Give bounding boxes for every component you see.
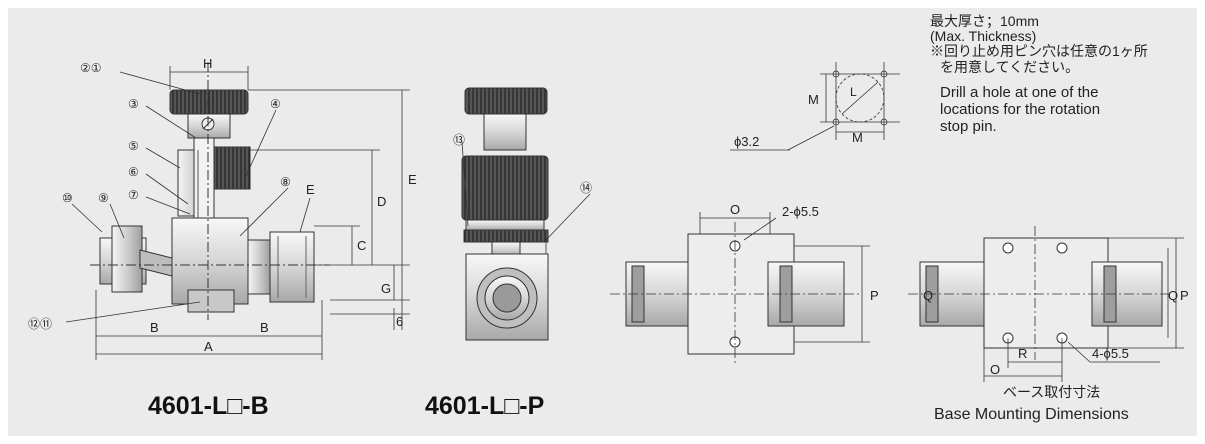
note-pin-hole-jp-2: を用意してください。 bbox=[940, 59, 1080, 75]
part-12-11: ⑫⑪ bbox=[28, 317, 52, 331]
note-max-thickness-en: (Max. Thickness) bbox=[930, 28, 1037, 44]
caption-base-en: Base Mounting Dimensions bbox=[934, 406, 1129, 423]
p-type-top-view bbox=[610, 222, 860, 364]
dim-p-base: P bbox=[1180, 288, 1189, 303]
part-7: ⑦ bbox=[128, 188, 139, 202]
dim-2-hole: 2-ϕ5.5 bbox=[782, 204, 819, 219]
base-mounting-dimensions bbox=[983, 237, 1184, 382]
part-2-1: ②① bbox=[80, 61, 102, 75]
note-pin-hole-en-2: locations for the rotation bbox=[940, 101, 1101, 118]
dim-d: D bbox=[377, 194, 386, 209]
part-10: ⑩ bbox=[62, 191, 73, 205]
note-pin-hole-en-3: stop pin. bbox=[940, 118, 997, 135]
p-type-top-dimensions bbox=[699, 212, 870, 343]
dim-b-left: B bbox=[150, 320, 159, 335]
dim-m-horizontal: M bbox=[852, 130, 863, 145]
dim-h: H bbox=[203, 56, 212, 71]
note-max-thickness-jp: 最大厚さ；10mm bbox=[930, 13, 1039, 29]
part-14: ⑭ bbox=[580, 181, 592, 195]
pin-hole-detail bbox=[730, 62, 900, 151]
part-6: ⑥ bbox=[128, 165, 139, 179]
model-title-b: 4601-L□-B bbox=[148, 392, 269, 420]
b-knob bbox=[169, 89, 249, 115]
dim-e: E bbox=[408, 172, 417, 187]
part-4: ④ bbox=[270, 97, 281, 111]
dim-c: C bbox=[357, 238, 366, 253]
dim-6: 6 bbox=[396, 314, 403, 329]
part-9: ⑨ bbox=[98, 191, 109, 205]
dim-b-right: B bbox=[260, 320, 269, 335]
b-type-side-view bbox=[90, 62, 330, 320]
base-mounting-view bbox=[908, 226, 1170, 360]
caption-base-jp: ベース取付寸法 bbox=[1003, 384, 1101, 400]
dim-m-vertical: M bbox=[808, 92, 819, 107]
note-pin-hole-jp-1: ※回り止め用ピン穴は任意の1ヶ所 bbox=[930, 43, 1148, 59]
dim-o-top: O bbox=[730, 202, 740, 217]
part-13: ⑬ bbox=[453, 133, 465, 147]
dim-l: L bbox=[850, 85, 857, 99]
dim-r: R bbox=[1018, 346, 1027, 361]
dim-4-hole: 4-ϕ5.5 bbox=[1092, 346, 1129, 361]
dim-phi-3-2: ϕ3.2 bbox=[734, 134, 759, 149]
dim-g: G bbox=[381, 281, 391, 296]
dim-a: A bbox=[204, 339, 213, 354]
part-3: ③ bbox=[128, 97, 139, 111]
p-type-front-view bbox=[461, 87, 549, 341]
b-type-labels: H E D C G 6 B B A E ②① ③ ④ ⑤ ⑥ ⑦ ⑧ ⑨ ⑩ ⑫… bbox=[28, 56, 417, 354]
dim-p-top: P bbox=[870, 288, 879, 303]
dim-o-base: O bbox=[990, 362, 1000, 377]
dim-q: Q bbox=[1168, 288, 1178, 303]
note-pin-hole-en-1: Drill a hole at one of the bbox=[940, 84, 1099, 101]
part-5: ⑤ bbox=[128, 139, 139, 153]
p-type-leaders bbox=[461, 141, 591, 254]
dim-e-fitting: E bbox=[306, 182, 315, 197]
dim-q-left: Q bbox=[923, 288, 933, 303]
b-type-dimensions bbox=[65, 66, 410, 360]
part-8: ⑧ bbox=[280, 175, 291, 189]
model-title-p: 4601-L□-P bbox=[425, 392, 545, 420]
